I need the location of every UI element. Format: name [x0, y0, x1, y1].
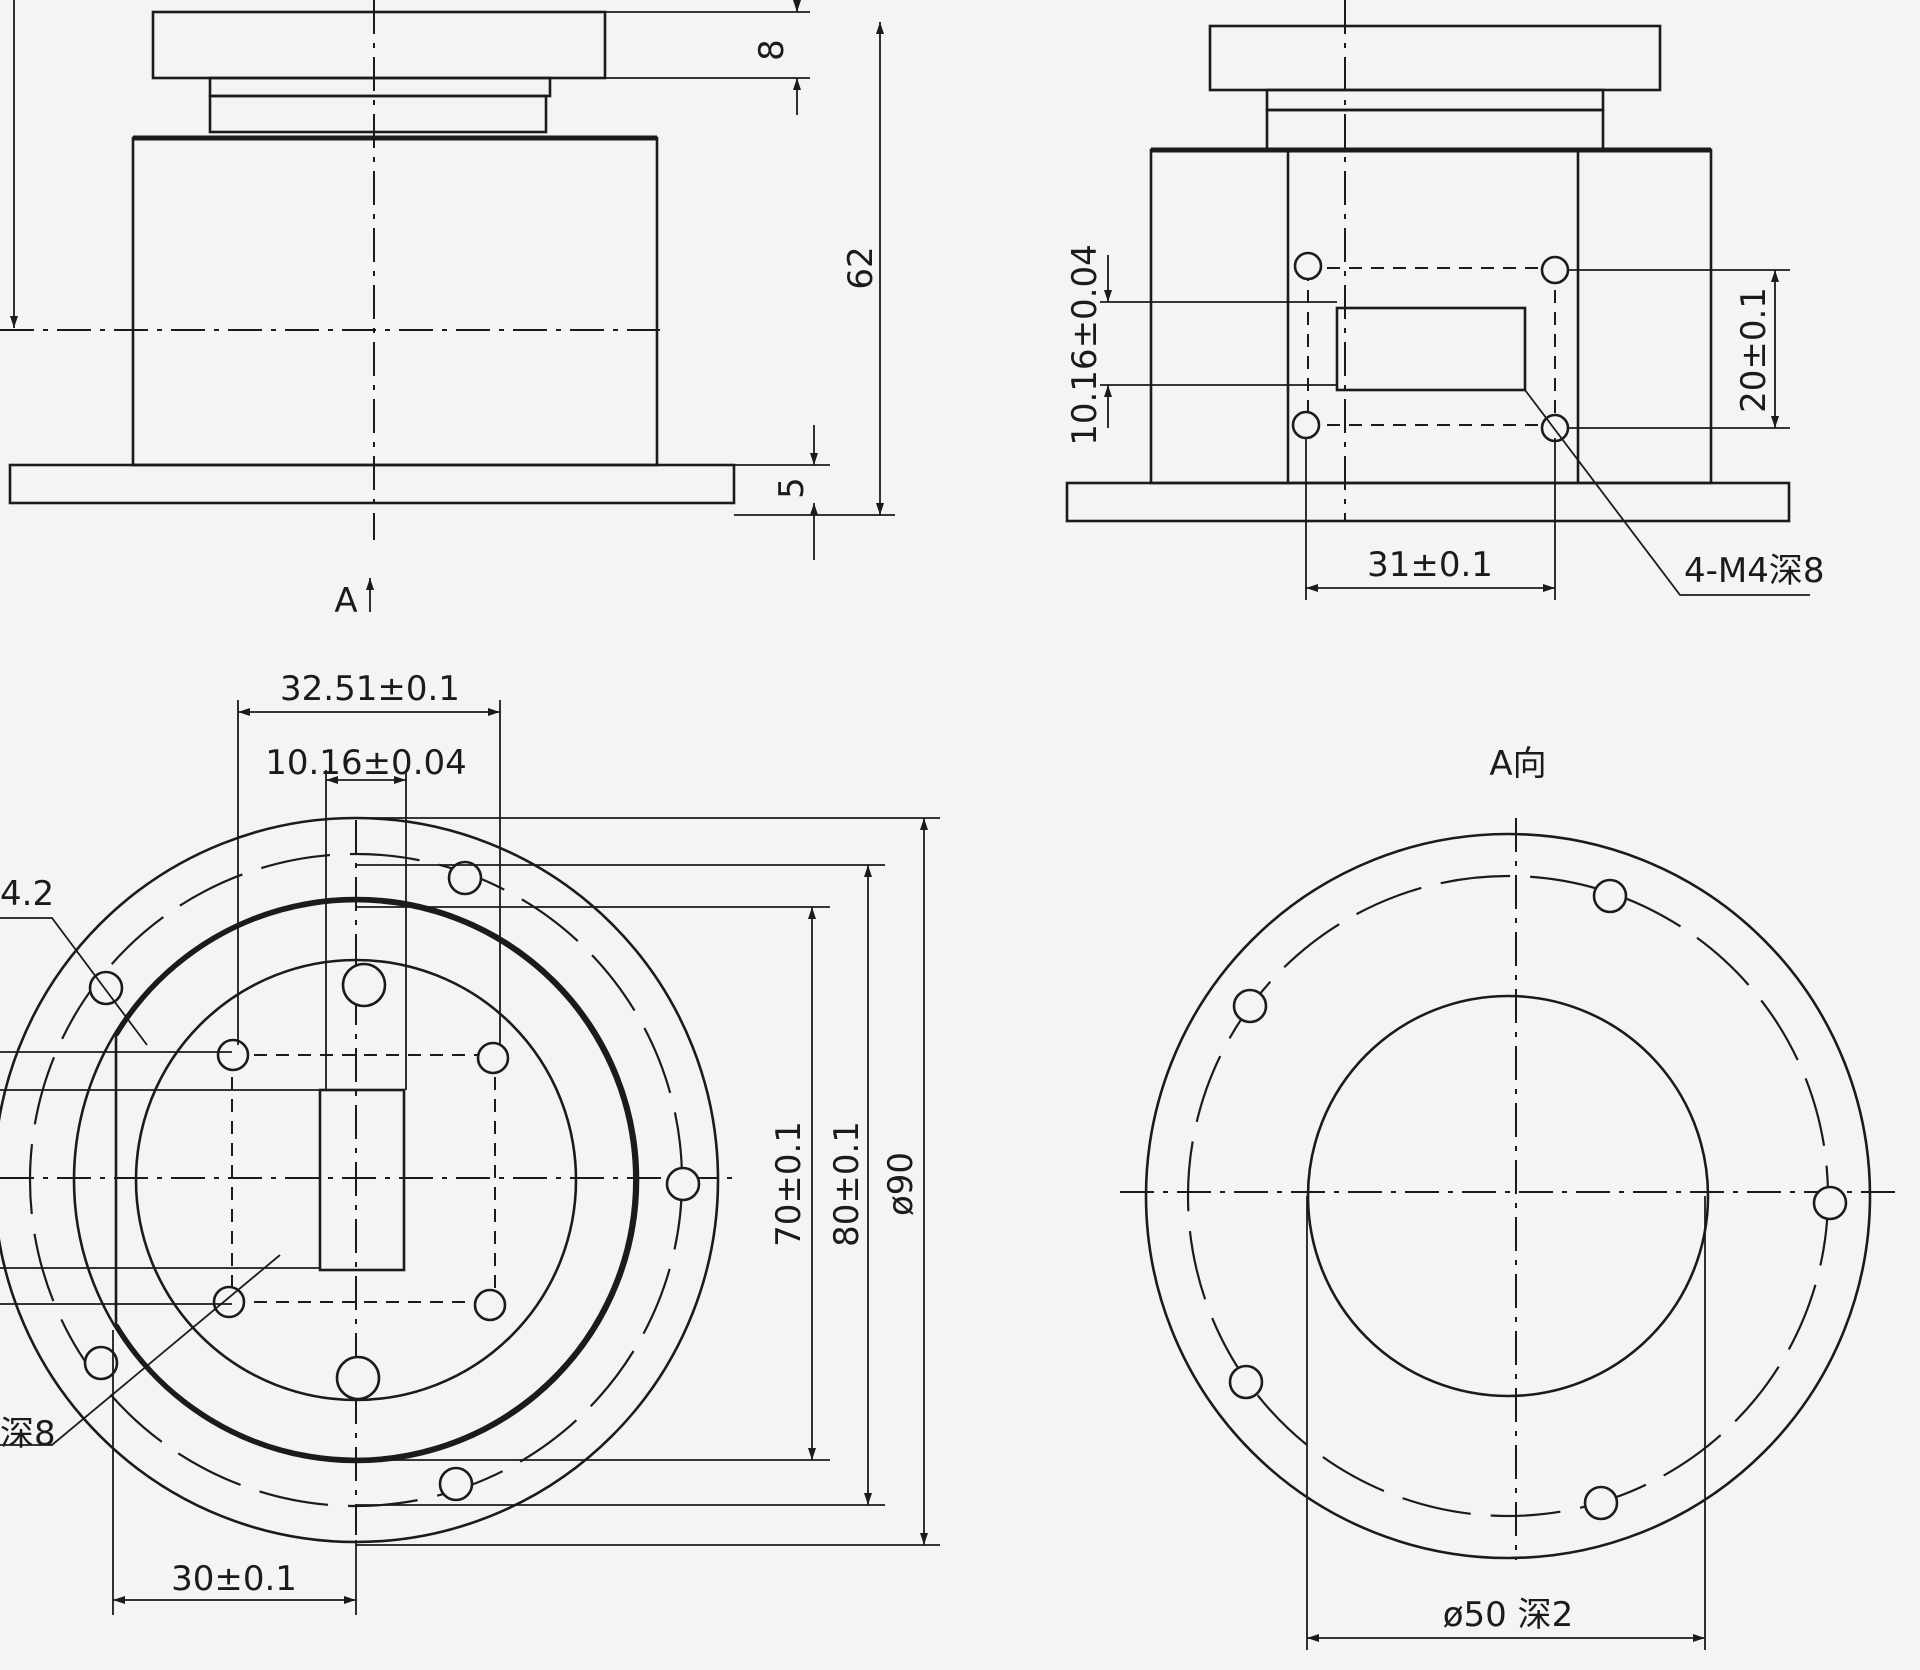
top-view: 32.51±0.1 10.16±0.04 4.2 深8 70±0.1 80±0.… [0, 669, 940, 1615]
dim-offset-30: 30±0.1 [171, 1559, 297, 1599]
view-a-label: A向 [1489, 744, 1546, 784]
dim-bore: ø50 深2 [1443, 1595, 1574, 1635]
depth-label-left: 深8 [0, 1414, 56, 1454]
side-view: 10.16±0.04 20±0.1 31±0.1 4-M4深8 [1065, 0, 1825, 600]
dim-width-inner: 10.16±0.04 [265, 743, 467, 783]
dim-diameter-80: 80±0.1 [827, 1121, 867, 1247]
view-a: A向 ø50 深2 [1120, 744, 1900, 1650]
dim-hole-spacing-v: 20±0.1 [1734, 287, 1774, 413]
hole-label-left: 4.2 [0, 874, 54, 914]
dim-diameter-90: ø90 [881, 1152, 921, 1216]
dim-62: 62 [841, 246, 881, 289]
dim-8: 8 [752, 39, 792, 61]
front-view: 8 62 5 A [0, 0, 895, 621]
dim-hole-spacing-h: 31±0.1 [1367, 545, 1493, 585]
dim-5: 5 [772, 477, 812, 499]
dim-width-outer: 32.51±0.1 [280, 669, 460, 709]
section-arrow-label: A [334, 581, 357, 621]
dim-slot-spacing: 10.16±0.04 [1065, 244, 1105, 446]
tapped-holes-label: 4-M4深8 [1684, 551, 1825, 591]
dim-diameter-70: 70±0.1 [769, 1121, 809, 1247]
